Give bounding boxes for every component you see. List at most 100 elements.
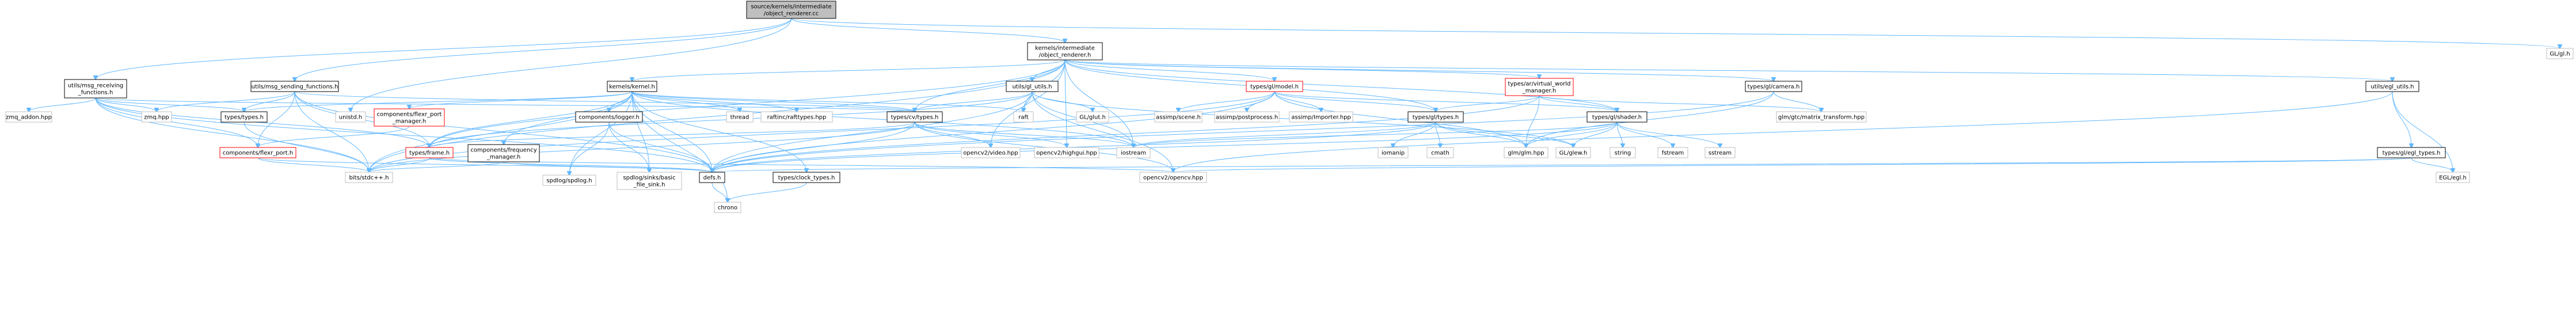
node-egl: EGL/egl.h bbox=[2436, 172, 2470, 183]
node-fstream: fstream bbox=[1657, 147, 1688, 158]
node-root[interactable]: source/kernels/intermediate/object_rende… bbox=[746, 1, 836, 19]
edge-model-to-glm bbox=[1274, 91, 1526, 147]
node-label: _manager.h bbox=[1522, 88, 1557, 94]
node-label: iostream bbox=[1121, 150, 1146, 157]
edge-camera-to-glm bbox=[1526, 91, 1774, 147]
edge-kernel-to-rafttypes bbox=[631, 91, 797, 112]
edge-objr-to-iostream bbox=[1064, 59, 1133, 147]
edge-egltypes-to-defs bbox=[712, 157, 2412, 172]
edge-objr-to-cvhighgui bbox=[1065, 59, 1067, 147]
edge-glutils-to-gldraw bbox=[1032, 91, 1093, 112]
edge-objr-to-vworld bbox=[1064, 59, 1539, 78]
node-label: _file_sink.h bbox=[633, 182, 665, 188]
node-sstream: sstream bbox=[1704, 147, 1736, 158]
node-label: _manager.h bbox=[486, 154, 521, 161]
node-cvtypes[interactable]: types/cv/types.h bbox=[886, 111, 943, 123]
node-freqmgr[interactable]: components/frequency_manager.h bbox=[467, 144, 540, 162]
node-egltypes[interactable]: types/gl/egl_types.h bbox=[2377, 147, 2446, 158]
node-gltypes[interactable]: types/gl/types.h bbox=[1407, 111, 1464, 123]
node-recv[interactable]: utils/msg_receiving_functions.h bbox=[64, 79, 127, 99]
edge-egltypes-to-egl bbox=[2411, 157, 2453, 172]
node-kernel[interactable]: kernels/kernel.h bbox=[607, 81, 657, 92]
node-label: types/gl/egl_types.h bbox=[2383, 150, 2441, 157]
edge-cvtypes-to-frame bbox=[429, 122, 915, 147]
node-label: glm/gtc/matrix_transform.hpp bbox=[1778, 115, 1865, 121]
edge-eglutils-to-opencv bbox=[1173, 91, 2393, 172]
edge-kernel-to-frame bbox=[429, 91, 633, 147]
node-label: glm/glm.hpp bbox=[1508, 150, 1544, 157]
edge-clocktypes-to-chrono bbox=[728, 182, 807, 202]
node-ttypes[interactable]: types/types.h bbox=[220, 111, 268, 123]
edge-send-to-bits bbox=[294, 91, 369, 172]
node-label: types/gl/model.h bbox=[1250, 84, 1299, 90]
edge-freqmgr-to-bits bbox=[369, 161, 504, 172]
node-label: types/gl/camera.h bbox=[1748, 84, 1800, 90]
node-label: components/frequency bbox=[470, 147, 536, 154]
node-spdsinks: spdlog/sinks/basic_file_sink.h bbox=[617, 172, 682, 190]
node-label: kernels/intermediate bbox=[1035, 46, 1095, 52]
node-zmq: zmq.hpp bbox=[141, 111, 172, 123]
node-vworld[interactable]: types/ar/virtual_world_manager.h bbox=[1505, 78, 1574, 96]
edge-root-to-objr bbox=[791, 18, 1066, 43]
nodes-layer: source/kernels/intermediate/object_rende… bbox=[5, 1, 2574, 213]
node-label: utils/egl_utils.h bbox=[2370, 84, 2414, 90]
node-rafttypes: raftinc/rafttypes.hpp bbox=[760, 111, 833, 123]
node-camera[interactable]: types/gl/camera.h bbox=[1745, 81, 1802, 92]
edge-send-to-cvtypes bbox=[294, 91, 915, 112]
node-importer: assimp/Importer.hpp bbox=[1289, 111, 1353, 123]
node-scene: assimp/scene.h bbox=[1154, 111, 1203, 123]
edge-vworld-to-glmtrans bbox=[1539, 95, 1821, 112]
node-label: raft bbox=[1018, 115, 1029, 121]
edge-model-to-defs bbox=[712, 91, 1275, 172]
edge-kernel-to-cvtypes bbox=[631, 91, 915, 112]
edge-recv-to-bits bbox=[95, 97, 369, 172]
node-label: GL/glut.h bbox=[1079, 115, 1106, 121]
node-eglutils[interactable]: utils/egl_utils.h bbox=[2365, 81, 2419, 92]
edge-kernel-to-clocktypes bbox=[631, 91, 806, 172]
node-label: /object_renderer.cc bbox=[764, 11, 819, 17]
node-label: components/flexr_port.h bbox=[223, 150, 293, 157]
node-label: types/gl/shader.h bbox=[1592, 115, 1642, 121]
edge-send-to-ttypes bbox=[244, 91, 295, 112]
node-glutils[interactable]: utils/gl_utils.h bbox=[1006, 81, 1059, 92]
edge-shader-to-iostream bbox=[1133, 122, 1618, 147]
edge-vworld-to-defs bbox=[712, 95, 1540, 172]
node-label: utils/msg_receiving bbox=[68, 83, 124, 89]
node-label: zmq_addon.hpp bbox=[6, 115, 52, 121]
edge-kernel-to-spdlog bbox=[569, 91, 633, 175]
edge-kernel-to-flexrmgr bbox=[409, 91, 633, 109]
edge-kernel-to-raft bbox=[631, 91, 1023, 112]
node-shader[interactable]: types/gl/shader.h bbox=[1586, 111, 1647, 123]
node-model[interactable]: types/gl/model.h bbox=[1246, 81, 1303, 92]
edge-vworld-to-shader bbox=[1539, 95, 1617, 112]
node-frame[interactable]: types/frame.h bbox=[405, 147, 454, 158]
node-flexrmgr[interactable]: components/flexr_port_manager.h bbox=[374, 108, 445, 127]
edge-kernel-to-defs bbox=[631, 91, 712, 172]
node-label: unistd.h bbox=[339, 115, 362, 121]
node-cmath: cmath bbox=[1426, 147, 1454, 158]
edge-recv-to-zmqaddon bbox=[29, 97, 96, 112]
node-label: opencv2/video.hpp bbox=[963, 150, 1018, 157]
edge-root-to-recv bbox=[96, 18, 792, 79]
node-defs[interactable]: defs.h bbox=[699, 172, 725, 183]
node-logger[interactable]: components/logger.h bbox=[575, 111, 643, 123]
node-label: spdlog/spdlog.h bbox=[546, 178, 592, 184]
node-glmtrans: glm/gtc/matrix_transform.hpp bbox=[1776, 111, 1867, 123]
edge-glutils-to-opencv bbox=[1032, 91, 1173, 172]
edge-model-to-importer bbox=[1274, 91, 1321, 112]
node-label: GL/gl.h bbox=[2550, 51, 2570, 58]
node-zmqaddon: zmq_addon.hpp bbox=[5, 111, 52, 123]
node-flexrport[interactable]: components/flexr_port.h bbox=[219, 147, 296, 158]
node-send[interactable]: utils/msg_sending_functions.h bbox=[250, 81, 339, 92]
edge-ttypes-to-bits bbox=[243, 122, 369, 172]
edge-vworld-to-gltypes bbox=[1436, 95, 1540, 112]
node-label: source/kernels/intermediate bbox=[751, 4, 831, 10]
edge-model-to-shader bbox=[1274, 91, 1617, 112]
node-label: _manager.h bbox=[392, 119, 427, 125]
edge-model-to-scene bbox=[1178, 91, 1275, 112]
node-thread: thread bbox=[726, 111, 754, 123]
node-objr[interactable]: kernels/intermediate/object_renderer.h bbox=[1027, 42, 1103, 60]
edge-root-to-send bbox=[295, 18, 792, 81]
node-clocktypes[interactable]: types/clock_types.h bbox=[773, 172, 840, 183]
